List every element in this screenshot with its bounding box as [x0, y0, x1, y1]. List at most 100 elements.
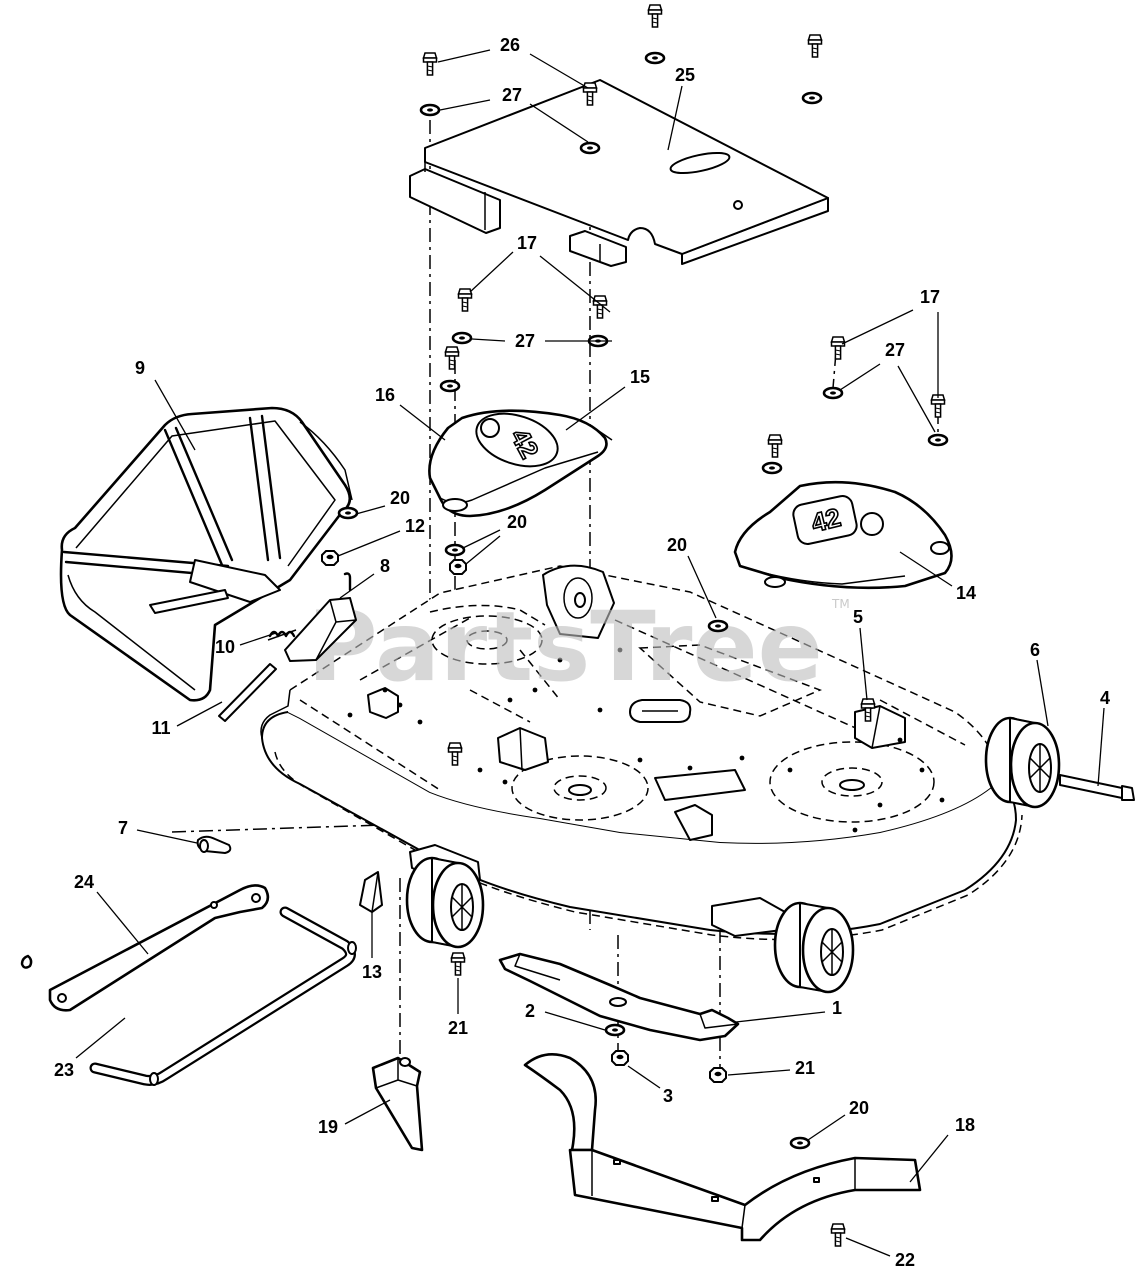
- callout-18: 18: [955, 1115, 975, 1135]
- callout-27-b: 27: [515, 331, 535, 351]
- part-13-bracket: [359, 871, 383, 913]
- callout-5: 5: [853, 607, 863, 627]
- nut-21-b: [709, 1067, 727, 1083]
- part-19-bracket: [371, 1056, 424, 1152]
- watermark-tm: TM: [831, 597, 850, 611]
- bolt-21-a: [450, 952, 466, 976]
- washer-27-e: [822, 386, 844, 400]
- callout-17-a: 17: [517, 233, 537, 253]
- deck-holes: [347, 647, 945, 833]
- callout-8: 8: [380, 556, 390, 576]
- front-right-wheel: [773, 901, 855, 994]
- callout-1: 1: [832, 998, 842, 1018]
- bolt-top-right: [807, 34, 823, 58]
- washer-20-a: [337, 506, 359, 520]
- part-16-belt-cover: 42: [428, 409, 613, 518]
- cover-16-emblem: [480, 418, 500, 438]
- nut-12: [321, 550, 339, 566]
- leader-lines: [75, 49, 1105, 1257]
- plate-hole: [733, 200, 743, 210]
- center-line-cover-right: [832, 351, 939, 436]
- callout-27-a: 27: [502, 85, 522, 105]
- deck-lower-edge: [274, 751, 1023, 941]
- watermark: PartsTree TM: [307, 591, 849, 703]
- callout-23: 23: [54, 1060, 74, 1080]
- callout-15: 15: [630, 367, 650, 387]
- part-24-arm: [48, 884, 270, 1012]
- callout-9: 9: [135, 358, 145, 378]
- bolt-cover-16: [444, 346, 460, 370]
- plate-slot: [669, 151, 731, 175]
- bolt-26-a: [422, 52, 438, 76]
- callout-19: 19: [318, 1117, 338, 1137]
- callout-26: 26: [500, 35, 520, 55]
- callout-20-d: 20: [849, 1098, 869, 1118]
- callout-2: 2: [525, 1001, 535, 1021]
- washer-top-right: [801, 91, 823, 105]
- watermark-logo-text: PartsTree: [307, 591, 822, 703]
- spindle-ring-right: [769, 741, 935, 823]
- callout-11: 11: [151, 718, 170, 738]
- part-6-rear-wheel: [984, 716, 1061, 809]
- washer-27-a: [419, 103, 441, 117]
- washer-cover-16: [439, 379, 461, 393]
- part-9-grass-chute: [59, 406, 353, 702]
- callout-10: 10: [215, 637, 235, 657]
- washer-20-d: [789, 1136, 811, 1150]
- chute-hinge-bracket: [189, 559, 281, 603]
- deck-bracket-center-tab: [674, 804, 713, 841]
- deck-housing: [260, 564, 1023, 941]
- washer-27-c: [451, 331, 473, 345]
- cover-14-emblem: [860, 512, 884, 536]
- part-25-top-plate: [409, 79, 829, 267]
- washer-top-center: [644, 51, 666, 65]
- push-pin-17-d: [930, 394, 946, 418]
- part-8-bracket: [284, 572, 357, 662]
- washer-2: [604, 1023, 626, 1037]
- bolt-top-center: [647, 4, 663, 28]
- callout-7: 7: [118, 818, 128, 838]
- part-14-belt-cover: 42: [733, 480, 953, 590]
- push-pin-17-a: [457, 288, 473, 312]
- front-left-wheel: [405, 856, 485, 949]
- cover-14-badge: [792, 495, 858, 545]
- callout-20-a: 20: [390, 488, 410, 508]
- part-4-axle-bolt: [1059, 774, 1135, 801]
- callout-3: 3: [663, 1086, 673, 1106]
- nut-3: [611, 1050, 629, 1066]
- callout-4: 4: [1100, 688, 1110, 708]
- hairpin-clip: [343, 572, 352, 592]
- callout-21-a: 21: [448, 1018, 468, 1038]
- callout-21-b: 21: [795, 1058, 815, 1078]
- spindle-ring-left: [431, 615, 543, 665]
- washer-27-b: [579, 141, 601, 155]
- part-1-blade: [498, 952, 740, 1042]
- spindle-ring-center: [511, 755, 649, 821]
- part-18-baffle: [523, 1052, 922, 1242]
- callout-16: 16: [375, 385, 395, 405]
- nut-20-b: [449, 559, 467, 575]
- small-clip: [20, 954, 33, 969]
- callout-25: 25: [675, 65, 695, 85]
- callout-13: 13: [362, 962, 382, 982]
- push-pin-17-c: [830, 336, 846, 360]
- washer-20-c: [707, 619, 729, 633]
- callout-24: 24: [74, 872, 94, 892]
- callout-14: 14: [956, 583, 976, 603]
- part-10-spring: [267, 629, 297, 641]
- callout-22: 22: [895, 1250, 915, 1270]
- callout-20-b: 20: [507, 512, 527, 532]
- callouts: 26 27 25 17 27 17 27 9 16 15 20 1 2 20 20…: [54, 35, 1110, 1270]
- part-7-pin: [196, 835, 232, 854]
- deck-bracket-center-bar: [654, 769, 746, 801]
- washer-20-b: [444, 543, 466, 557]
- callout-17-b: 17: [920, 287, 940, 307]
- washer-27-f: [927, 433, 949, 447]
- callout-6: 6: [1030, 640, 1040, 660]
- bolt-22: [830, 1223, 846, 1247]
- part-11-rod: [218, 663, 277, 722]
- callout-27-c: 27: [885, 340, 905, 360]
- callout-20-c: 20: [667, 535, 687, 555]
- part-23-rod: [89, 906, 357, 1086]
